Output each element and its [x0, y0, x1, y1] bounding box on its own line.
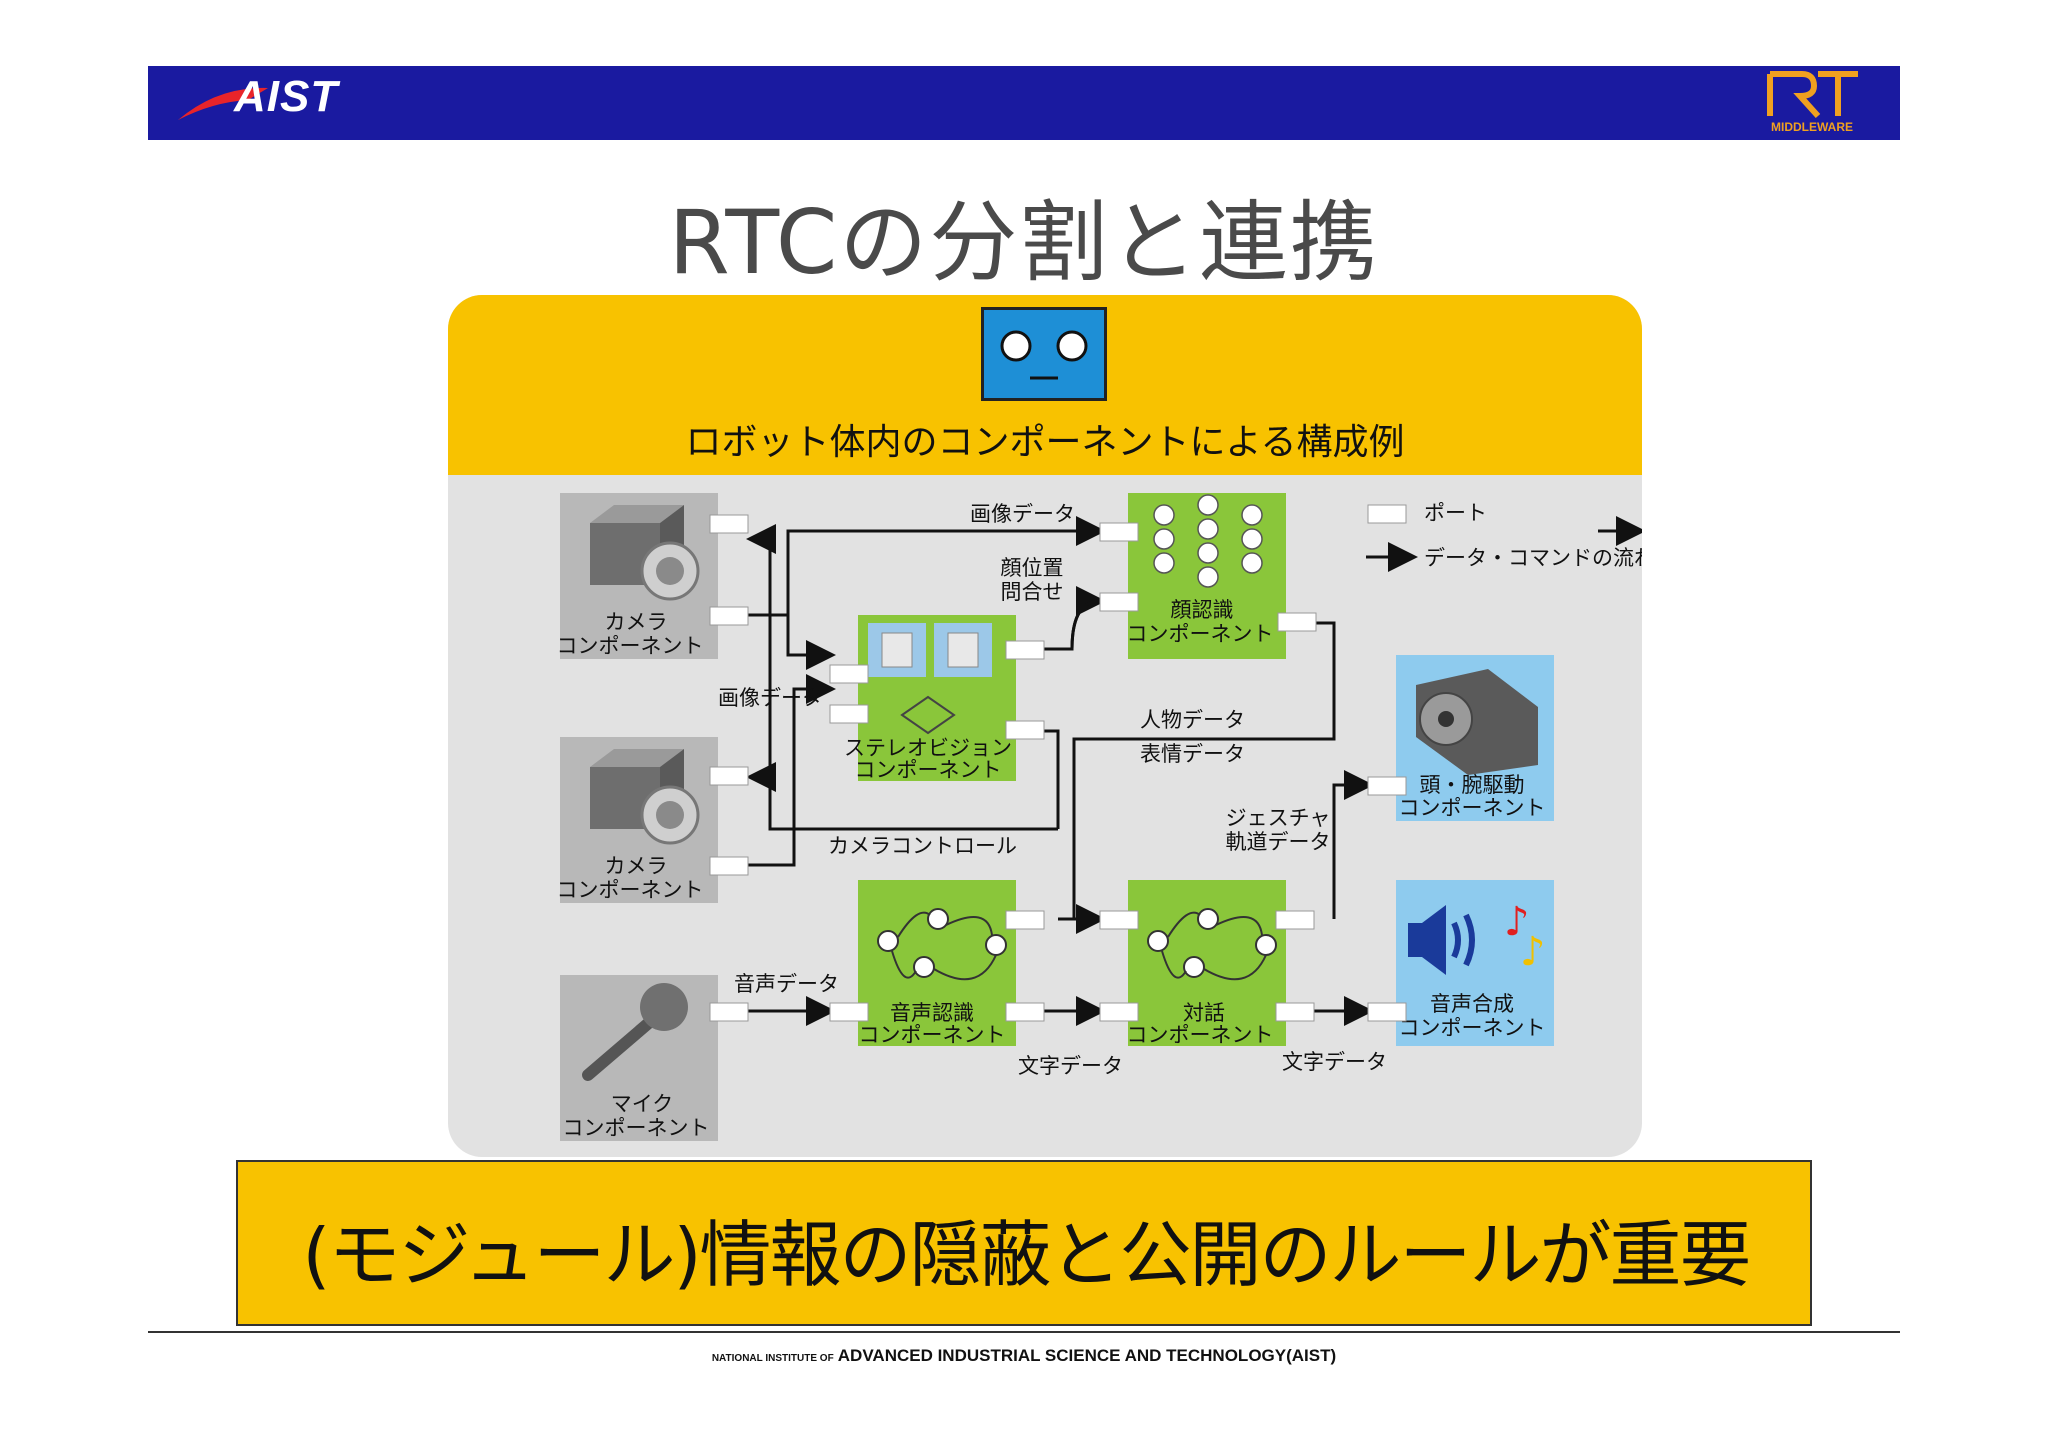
connection-lines [746, 516, 1642, 1026]
speech-syn-label: 音声合成 [1430, 992, 1514, 1016]
speech-rec-sublabel: コンポーネント [859, 1023, 1006, 1047]
label-camera-control: カメラコントロール [828, 834, 1017, 858]
speech-rec-label: 音声認識 [890, 1001, 974, 1025]
key-message-banner: (モジュール)情報の隠蔽と公開のルールが重要 [236, 1160, 1812, 1326]
speech-syn-box [1396, 880, 1554, 1046]
robot-face-icon [981, 307, 1107, 401]
dialog-sublabel: コンポーネント [1127, 1023, 1274, 1047]
rt-logo-subtitle: MIDDLEWARE [1771, 120, 1853, 134]
speaker-icon [1408, 905, 1475, 975]
legend-flow-label: データ・コマンドの流れ [1424, 546, 1642, 570]
head-arm-label: 頭・腕駆動 [1420, 773, 1525, 797]
page-title: RTCの分割と連携 [668, 191, 1380, 294]
camera1-icon [590, 505, 700, 601]
aist-logo-text: AIST [234, 72, 339, 121]
stereo-sublabel: コンポーネント [855, 758, 1002, 782]
stereo-cubes-icon [868, 623, 992, 735]
camera2-sublabel: コンポーネント [557, 878, 704, 902]
label-image-data-left: 画像データ [718, 686, 823, 710]
speech-syn-sublabel: コンポーネント [1399, 1016, 1546, 1040]
stereo-label: ステレオビジョン [844, 736, 1012, 760]
svg-text:♪: ♪ [1520, 929, 1546, 975]
footer-divider [148, 1331, 1900, 1333]
label-face-pos-1: 顔位置 [1001, 556, 1064, 580]
component-diagram: カメラ コンポーネント カメラ コンポーネント マイク コンポーネント ステレオ… [557, 493, 1642, 1141]
label-expression-data: 表情データ [1140, 742, 1245, 766]
ports [709, 504, 1407, 1022]
camera2-icon [590, 749, 700, 845]
label-text-data-2: 文字データ [1282, 1050, 1387, 1074]
footer: NATIONAL INSTITUTE OF ADVANCED INDUSTRIA… [0, 1346, 2048, 1366]
mic-box [560, 975, 718, 1141]
key-message-text: (モジュール)情報の隠蔽と公開のルールが重要 [302, 1213, 1751, 1297]
label-gesture-2: 軌道データ [1226, 830, 1331, 854]
legend-port-swatch [1367, 504, 1407, 524]
footer-main-text: ADVANCED INDUSTRIAL SCIENCE AND TECHNOLO… [837, 1346, 1337, 1365]
face-label: 顔認識 [1171, 598, 1234, 622]
label-face-pos-2: 問合せ [1001, 580, 1064, 604]
label-image-data-top: 画像データ [970, 502, 1075, 526]
label-voice-data: 音声データ [734, 972, 839, 996]
mic-label: マイク [611, 1092, 674, 1116]
dialog-label: 対話 [1183, 1001, 1225, 1025]
footer-small-text: NATIONAL INSTITUTE OF [711, 1353, 834, 1364]
rt-logo-icon [1767, 71, 1858, 118]
state-machine-icon [877, 908, 1007, 981]
microphone-icon [582, 983, 688, 1081]
camera1-sublabel: コンポーネント [557, 634, 704, 658]
camera1-label: カメラ [605, 610, 668, 634]
state-machine-icon-2 [1147, 908, 1277, 981]
camera2-label: カメラ [605, 854, 668, 878]
aist-swoosh-icon [178, 87, 268, 120]
legend-port-label: ポート [1424, 501, 1487, 525]
header-bar: AIST MIDDLEWARE [148, 66, 1900, 140]
label-gesture-1: ジェスチャ [1226, 806, 1331, 830]
label-person-data: 人物データ [1140, 708, 1245, 732]
svg-text:♪: ♪ [1504, 899, 1530, 945]
panel-caption: ロボット体内のコンポーネントによる構成例 [685, 422, 1405, 463]
head-arm-sublabel: コンポーネント [1399, 796, 1546, 820]
dialog-box [1128, 880, 1286, 1046]
face-sublabel: コンポーネント [1127, 622, 1274, 646]
music-note-icon: ♪ ♪ [1504, 899, 1546, 975]
mic-sublabel: コンポーネント [563, 1116, 710, 1140]
motor-icon [1416, 669, 1538, 775]
rt-middleware-logo: MIDDLEWARE [1752, 68, 1872, 138]
speech-rec-box [858, 880, 1016, 1046]
label-text-data-1: 文字データ [1018, 1054, 1123, 1078]
neural-network-icon [1153, 494, 1263, 588]
